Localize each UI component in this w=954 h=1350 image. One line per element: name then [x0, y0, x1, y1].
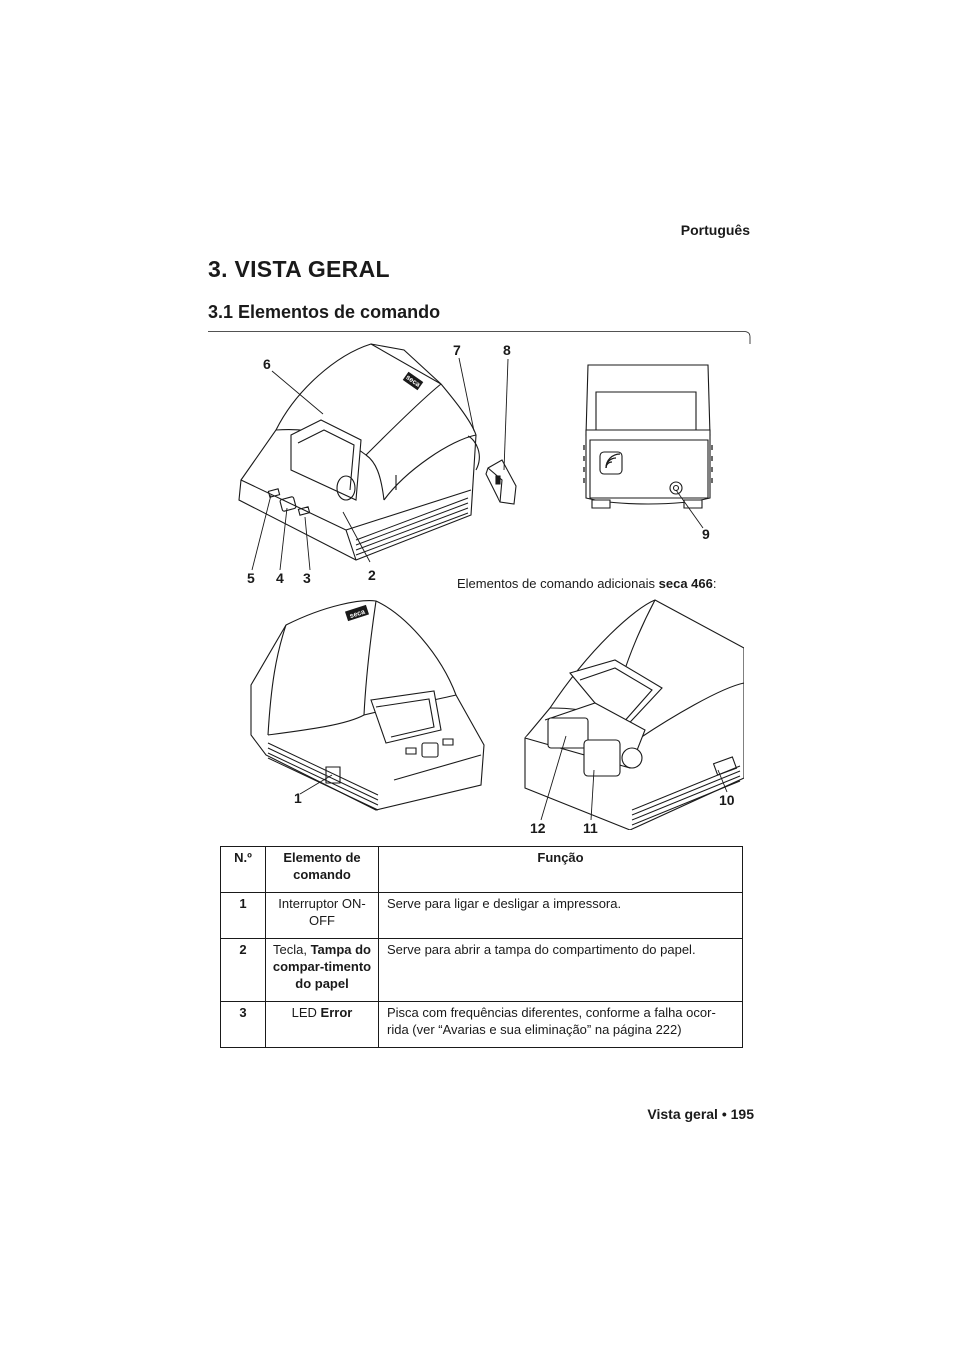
controls-table: N.º Elemento de comando Função 1 Interru… [220, 846, 743, 1048]
figure-caption: Elementos de comando adicionais seca 466… [457, 576, 717, 591]
printer-front-illustration: seca [236, 340, 491, 565]
callout-11: 11 [583, 820, 598, 836]
row-num: 1 [220, 892, 266, 939]
section-rule [208, 331, 753, 345]
brand-logo: seca [349, 609, 366, 621]
callout-12: 12 [530, 820, 546, 836]
callout-7: 7 [453, 342, 461, 358]
header-function: Função [378, 846, 743, 893]
callout-8: 8 [503, 342, 511, 358]
language-label: Português [680, 222, 750, 238]
callout-5: 5 [247, 570, 255, 586]
section-title: 3.1 Elementos de comando [208, 302, 441, 322]
callout-9: 9 [702, 526, 710, 542]
table-row: 2 Tecla, Tampa do compar-timento do pape… [220, 938, 743, 1002]
table-header-row: N.º Elemento de comando Função [220, 846, 743, 893]
row-element: LED Error [265, 1001, 379, 1048]
page-footer: Vista geral • 195 [647, 1106, 754, 1122]
row-function: Serve para ligar e desligar a impressora… [378, 892, 743, 939]
callout-10: 10 [719, 792, 735, 808]
callout-3: 3 [303, 570, 311, 586]
row-element: Tecla, Tampa do compar-timento do papel [265, 938, 379, 1002]
callout-4: 4 [276, 570, 284, 586]
table-row: 1 Interruptor ON-OFF Serve para ligar e … [220, 892, 743, 939]
row-num: 2 [220, 938, 266, 1002]
chapter-title: 3. VISTA GERAL [208, 256, 390, 282]
printer-left-illustration: seca [246, 595, 488, 813]
printer-rear-illustration [578, 360, 716, 515]
callout-2: 2 [368, 567, 376, 583]
row-function: Pisca com frequências diferentes, confor… [378, 1001, 743, 1048]
callout-6: 6 [263, 356, 271, 372]
sd-card-illustration [484, 456, 520, 506]
printer-466-illustration [520, 598, 744, 830]
header-num: N.º [220, 846, 266, 893]
table-row: 3 LED Error Pisca com frequências difere… [220, 1001, 743, 1048]
row-function: Serve para abrir a tampa do compartiment… [378, 938, 743, 1002]
row-num: 3 [220, 1001, 266, 1048]
row-element: Interruptor ON-OFF [265, 892, 379, 939]
header-element: Elemento de comando [265, 846, 379, 893]
callout-1: 1 [294, 790, 302, 806]
